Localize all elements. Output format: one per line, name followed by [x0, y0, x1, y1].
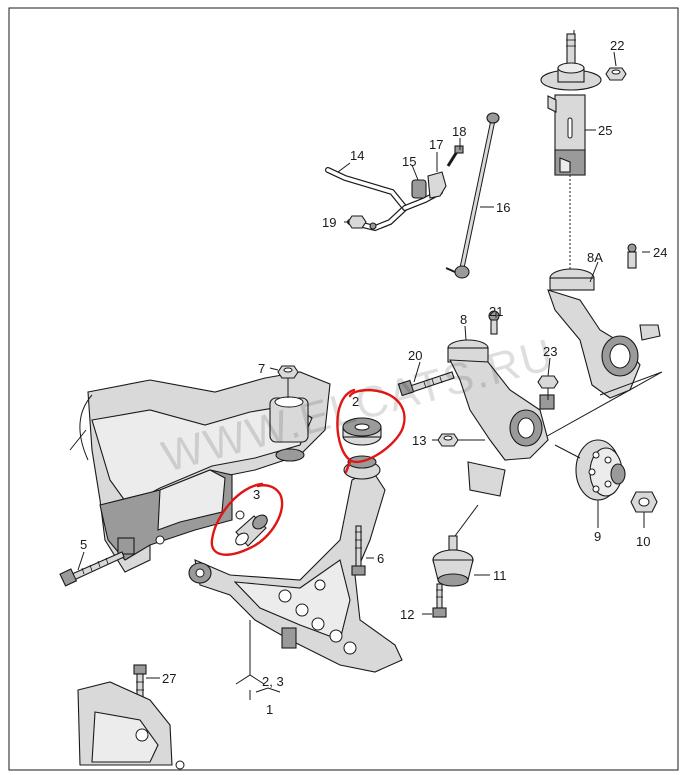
- callout-7: 7: [258, 361, 265, 376]
- callout-13: 13: [412, 433, 426, 448]
- callout-24: 24: [653, 245, 667, 260]
- callout-25: 25: [598, 123, 612, 138]
- callout-16: 16: [496, 200, 510, 215]
- callout-12: 12: [400, 607, 414, 622]
- callout-21: 21: [489, 304, 503, 319]
- callout-2-3: 2, 3: [262, 674, 284, 689]
- callout-6: 6: [377, 551, 384, 566]
- callout-19: 19: [322, 215, 336, 230]
- callout-10: 10: [636, 534, 650, 549]
- ball-joint-11: [432, 504, 479, 587]
- front-bush-3: [235, 514, 268, 547]
- callout-labels: 22 25 14 15 17 18 16 19 24 8A 8 21 20 23…: [80, 38, 667, 717]
- hub-nut-10: [630, 491, 658, 513]
- callout-2: 2: [352, 394, 359, 409]
- bolt-5: [59, 551, 125, 587]
- nut-22: [605, 67, 627, 81]
- bolt-20: [397, 371, 455, 397]
- strut-25: [540, 33, 602, 275]
- rear-bush-2: [342, 417, 382, 446]
- callout-20: 20: [408, 348, 422, 363]
- nut-23: [537, 375, 559, 400]
- callout-5: 5: [80, 537, 87, 552]
- callout-8a: 8A: [587, 250, 603, 265]
- coupling-rod-16: [445, 112, 500, 279]
- bar-clamp-17: [427, 171, 447, 199]
- callout-27: 27: [162, 671, 176, 686]
- subframe: [69, 371, 331, 573]
- hub-carrier-8a: [539, 243, 663, 441]
- bolt-18: [446, 145, 464, 167]
- leader-lines: [77, 30, 650, 700]
- control-arm: [188, 455, 403, 673]
- callout-23: 23: [543, 344, 557, 359]
- callout-17: 17: [429, 137, 443, 152]
- callout-11: 11: [493, 568, 507, 583]
- bolt-6: [351, 525, 366, 576]
- callout-18: 18: [452, 124, 466, 139]
- callout-15: 15: [402, 154, 416, 169]
- nut-7: [277, 365, 299, 398]
- highlight-marker-3: [210, 482, 284, 556]
- bar-bush-15: [411, 179, 427, 199]
- bolt-12: [432, 583, 447, 618]
- callout-8: 8: [460, 312, 467, 327]
- callout-14: 14: [350, 148, 364, 163]
- hub-carrier-8: [447, 310, 555, 497]
- wheel-hub-9: [554, 439, 626, 501]
- highlight-marker-2: [336, 388, 406, 474]
- callout-9: 9: [594, 529, 601, 544]
- callout-3: 3: [253, 487, 260, 502]
- lower-bracket: [77, 681, 185, 770]
- callout-22: 22: [610, 38, 624, 53]
- callout-1: 1: [266, 702, 273, 717]
